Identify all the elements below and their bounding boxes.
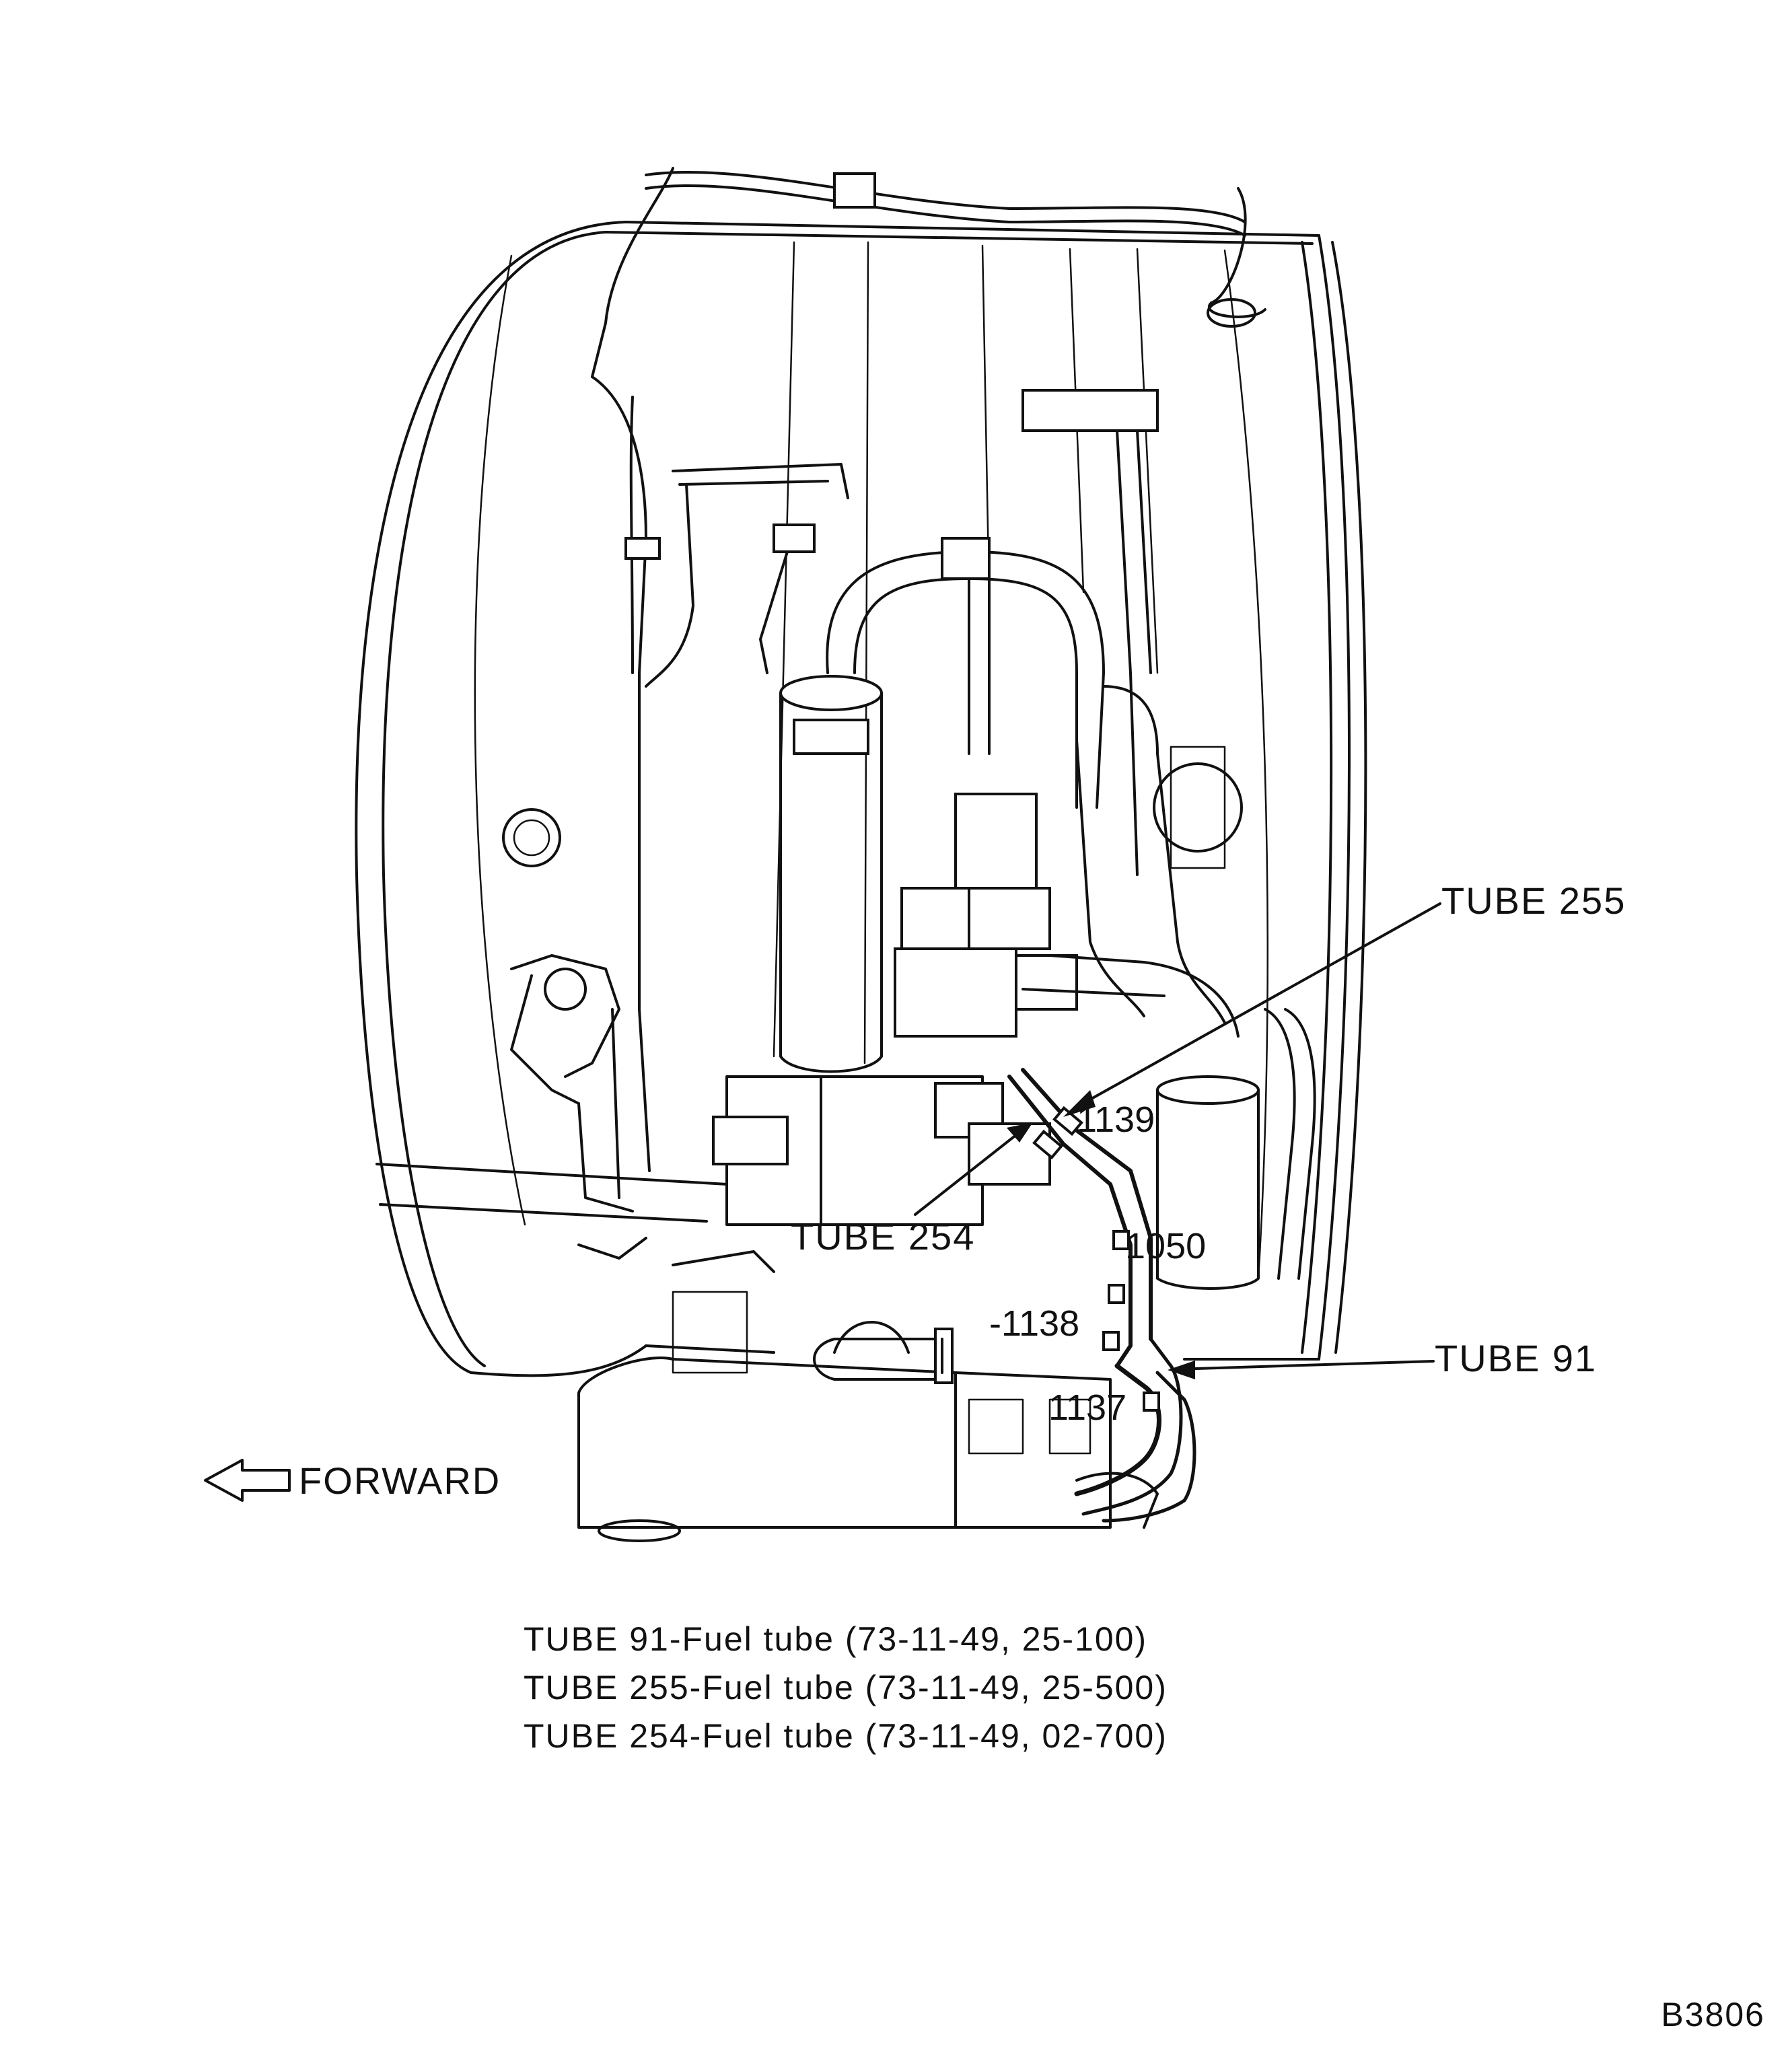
tube-legend: TUBE 91-Fuel tube (73-11-49, 25-100) TUB… <box>524 1615 1168 1760</box>
callout-tube-255: TUBE 255 <box>1441 879 1626 922</box>
legend-line-tube-254: TUBE 254-Fuel tube (73-11-49, 02-700) <box>524 1717 1168 1755</box>
highlighted-fuel-tubes <box>1007 1068 1196 1523</box>
figure-id: B3806 <box>1661 1996 1765 2033</box>
leader-lines <box>204 902 1441 1502</box>
legend-line-tube-91: TUBE 91-Fuel tube (73-11-49, 25-100) <box>524 1620 1148 1658</box>
item-number-1050: 1050 <box>1125 1226 1206 1266</box>
fuel-components <box>779 389 1316 1290</box>
lower-components <box>577 1075 1159 1542</box>
left-harness <box>591 375 849 1172</box>
item-number-1139: 1139 <box>1077 1099 1155 1140</box>
item-number-1137: 1137 <box>1048 1387 1126 1428</box>
callout-tube-91: TUBE 91 <box>1435 1337 1597 1379</box>
callout-tube-254: TUBE 254 <box>791 1215 975 1258</box>
forward-label: FORWARD <box>299 1459 501 1502</box>
item-number-1138: -1138 <box>989 1303 1079 1344</box>
left-bracket-assembly <box>510 954 647 1260</box>
legend-line-tube-255: TUBE 255-Fuel tube (73-11-49, 25-500) <box>524 1669 1168 1706</box>
top-harness <box>591 167 1266 378</box>
